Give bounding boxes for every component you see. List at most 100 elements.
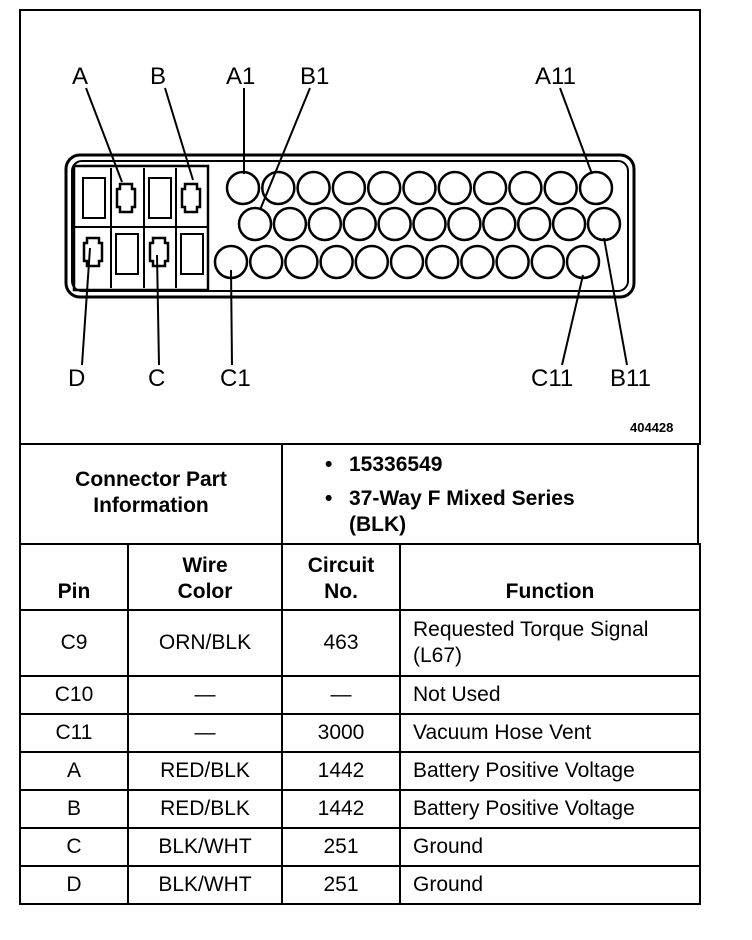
terminal-pin-a8 — [472, 170, 508, 206]
cell-wire-color: BLK/WHT — [127, 865, 283, 905]
empty-cavity — [82, 177, 106, 219]
terminal-pin-a4 — [331, 170, 367, 206]
terminal-pin-a5 — [366, 170, 402, 206]
figure-number: 404428 — [630, 420, 673, 435]
cell-wire-color: RED/BLK — [127, 789, 283, 829]
connector-info-item: • 15336549 — [321, 452, 701, 478]
terminal-pin-a3 — [296, 170, 331, 206]
empty-cavity — [115, 233, 139, 275]
callout-b11: B11 — [610, 365, 651, 392]
cell-function: Battery Positive Voltage — [399, 751, 701, 791]
cell-circuit-no: — — [281, 675, 401, 715]
cell-function: Requested Torque Signal (L67) — [399, 609, 701, 677]
callout-leaders — [81, 87, 628, 366]
terminal-pin-c10 — [530, 244, 566, 280]
connector-info-items: • 15336549 • 37-Way F Mixed Series (BLK) — [321, 452, 701, 546]
header-function: Function — [399, 543, 701, 611]
cell-function: Ground — [399, 827, 701, 867]
terminal-pin-c3 — [284, 244, 319, 280]
terminal-a — [115, 182, 137, 214]
header-circuit-no: Circuit No. — [281, 543, 401, 611]
terminal-pin-c6 — [389, 244, 425, 280]
cell-pin: C9 — [19, 609, 129, 677]
terminal-pin-a9 — [508, 170, 543, 206]
cell-wire-color: BLK/WHT — [127, 827, 283, 867]
callout-c11: C11 — [531, 365, 573, 392]
cell-wire-color: RED/BLK — [127, 751, 283, 791]
terminal-pin-a6 — [402, 170, 437, 206]
terminal-pin-b2 — [272, 206, 308, 242]
terminal-pin-b6 — [412, 206, 447, 242]
terminal-pin-b5 — [377, 206, 412, 242]
part-number: 15336549 — [349, 453, 443, 476]
terminal-pin-c7 — [424, 244, 460, 280]
diagram-frame — [19, 9, 701, 445]
cell-circuit-no: 1442 — [281, 789, 401, 829]
terminal-pin-a2 — [261, 170, 296, 206]
bullet: • — [325, 487, 333, 510]
terminal-pin-a7 — [437, 170, 473, 206]
empty-cavity — [148, 177, 172, 219]
terminal-pin-a1 — [225, 170, 261, 206]
terminal-pin-c9 — [495, 244, 530, 280]
terminal-pin-a10 — [543, 170, 578, 206]
table-row: C10——Not Used — [19, 675, 701, 715]
callout-c1: C1 — [220, 365, 251, 392]
terminal-pin-b4 — [342, 206, 377, 242]
connector-description: 37-Way F Mixed Series (BLK) — [349, 487, 575, 536]
terminal-pin-c5 — [354, 244, 390, 280]
connector-face-diagram: A B A1 B1 A11 D C C1 C11 B11 404428 — [19, 9, 701, 445]
small-terminal-pins — [213, 170, 622, 280]
terminal-pin-c11 — [565, 244, 601, 280]
terminal-pin-c2 — [248, 244, 284, 280]
cell-function: Not Used — [399, 675, 701, 715]
connector-info-item: • 37-Way F Mixed Series (BLK) — [321, 486, 579, 538]
terminal-pin-b11 — [586, 206, 622, 242]
header-pin: Pin — [19, 543, 129, 611]
cell-pin: C11 — [19, 713, 129, 753]
cell-circuit-no: 463 — [281, 609, 401, 677]
connector-part-information: Connector Part Information • 15336549 • … — [19, 443, 699, 543]
cell-circuit-no: 3000 — [281, 713, 401, 753]
bullet: • — [325, 453, 333, 476]
cell-wire-color: — — [127, 713, 283, 753]
cell-function: Ground — [399, 865, 701, 905]
terminal-pin-b10 — [551, 206, 587, 242]
callout-b1: B1 — [300, 63, 329, 90]
terminal-d — [82, 236, 104, 268]
callout-a: A — [72, 63, 88, 90]
cell-function: Vacuum Hose Vent — [399, 713, 701, 753]
terminal-pin-b1 — [237, 206, 273, 242]
cell-pin: C10 — [19, 675, 129, 715]
terminal-pin-c8 — [460, 244, 495, 280]
callout-d: D — [68, 365, 85, 392]
cell-wire-color: — — [127, 675, 283, 715]
header-wire-color: Wire Color — [127, 543, 283, 611]
terminal-c — [148, 236, 170, 268]
cell-circuit-no: 1442 — [281, 751, 401, 791]
callout-a1: A1 — [226, 63, 255, 90]
empty-cavity — [180, 233, 204, 275]
connector-info-label-text: Connector Part Information — [75, 468, 227, 517]
table-header-row: Pin Wire Color Circuit No. Function — [19, 543, 701, 611]
terminal-pin-a11 — [578, 170, 614, 206]
cell-wire-color: ORN/BLK — [127, 609, 283, 677]
cell-function: Battery Positive Voltage — [399, 789, 701, 829]
cell-pin: D — [19, 865, 129, 905]
cell-circuit-no: 251 — [281, 827, 401, 867]
terminal-pin-b3 — [307, 206, 343, 242]
terminal-pin-c4 — [319, 244, 354, 280]
callout-a11: A11 — [535, 63, 576, 90]
terminal-pin-b9 — [516, 206, 552, 242]
callout-b: B — [150, 63, 166, 90]
cell-pin: B — [19, 789, 129, 829]
